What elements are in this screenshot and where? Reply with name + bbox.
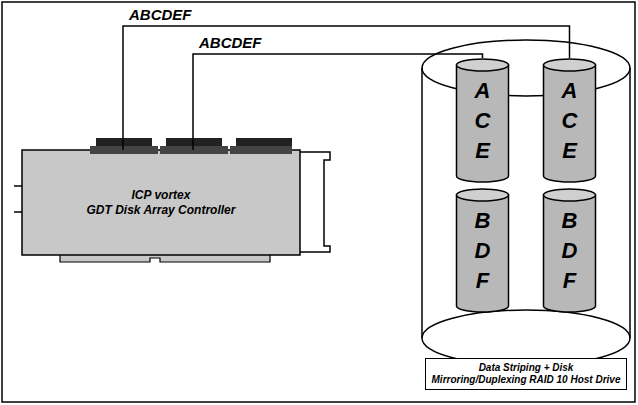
channel-connectors — [90, 138, 292, 154]
cylinder-top — [422, 40, 630, 96]
channel-connector — [166, 138, 222, 146]
caption-box: Data Striping + Disk Mirroring/Duplexing… — [425, 358, 627, 390]
disk-drive: B D F — [455, 188, 510, 313]
channel-connector — [230, 146, 292, 154]
disk-drive: A C E — [455, 58, 510, 183]
scsi-cable — [193, 54, 483, 150]
cylinder-outline — [420, 38, 632, 395]
controller-card — [14, 138, 330, 262]
data-blocks: A C E — [562, 58, 578, 166]
host-drive-cylinder: Data Striping + Disk Mirroring/Duplexing… — [420, 38, 632, 395]
cable-label: ABCDEF — [197, 34, 264, 52]
channel-connector — [90, 146, 158, 154]
disk-top — [457, 59, 509, 71]
controller-type: GDT Disk Array Controller — [87, 203, 236, 218]
channel-connector — [96, 138, 152, 146]
circuit-board — [22, 150, 300, 255]
data-blocks: B D F — [562, 188, 578, 296]
controller-card: ICP vortexGDT Disk Array Controller — [22, 150, 300, 255]
disk-top — [544, 189, 596, 201]
drive-caption: Data Striping + Disk Mirroring/Duplexing… — [430, 362, 622, 386]
edge-connector — [60, 255, 270, 262]
channel-connector — [236, 138, 292, 146]
cable-label: ABCDEF — [127, 6, 194, 24]
data-blocks: B D F — [475, 188, 491, 296]
disk-top — [457, 189, 509, 201]
page-frame — [2, 2, 635, 402]
card-bracket — [300, 152, 330, 252]
cylinder-side — [421, 68, 423, 338]
board-mark — [14, 185, 22, 187]
cylinder-side — [629, 68, 631, 338]
disk-drive: B D F — [542, 188, 597, 313]
controller-name: ICP vortex — [132, 188, 191, 203]
disk-top — [544, 59, 596, 71]
channel-connector — [160, 146, 228, 154]
board-mark — [14, 211, 22, 213]
data-blocks: A C E — [475, 58, 491, 166]
disk-drive: A C E — [542, 58, 597, 183]
